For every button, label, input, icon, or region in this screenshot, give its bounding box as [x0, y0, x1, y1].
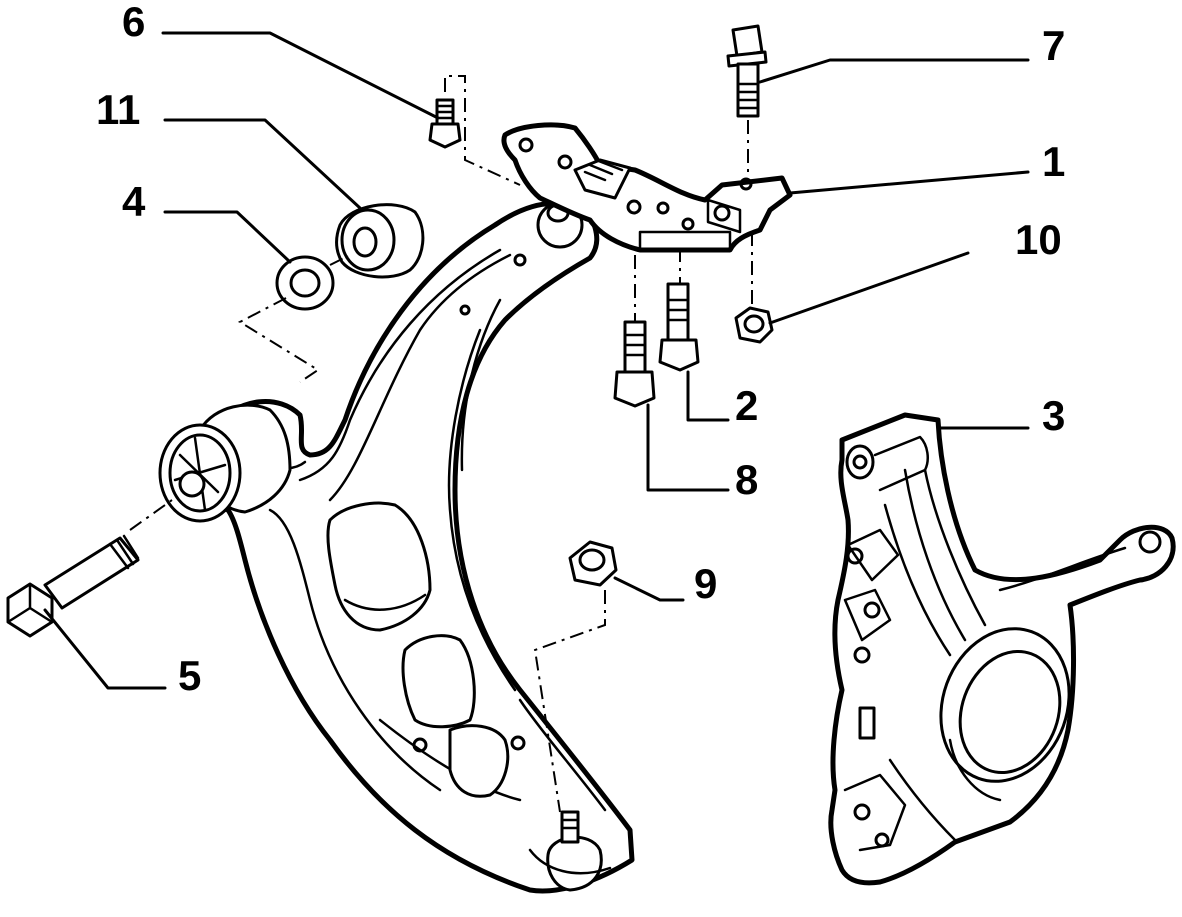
- control-arm: [158, 201, 635, 894]
- callout-4: 4: [122, 178, 146, 225]
- leader-lines: [43, 31, 1030, 690]
- bolt-left: [613, 320, 656, 408]
- callout-6: 6: [122, 0, 145, 45]
- callout-9: 9: [694, 560, 717, 607]
- bolt-top: [726, 24, 768, 118]
- lock-nut: [734, 306, 774, 344]
- callout-3: 3: [1042, 392, 1065, 439]
- long-bolt: [6, 534, 140, 638]
- flange-nut: [335, 203, 425, 279]
- callout-1: 1: [1042, 138, 1065, 185]
- assembly-centerlines: [129, 75, 753, 813]
- washer: [275, 255, 335, 311]
- small-bolt: [428, 98, 462, 149]
- steering-knuckle: [828, 412, 1176, 886]
- callout-10: 10: [1015, 216, 1062, 263]
- callout-2: 2: [735, 382, 758, 429]
- ball-joint-nut: [568, 540, 618, 587]
- bolt-right: [658, 282, 700, 372]
- rear-bracket: [501, 122, 793, 253]
- callout-7: 7: [1042, 22, 1065, 69]
- callout-labels: 1 2 3 4 5 6 7 8 9 10 11: [96, 0, 1065, 699]
- callout-8: 8: [735, 456, 758, 503]
- callout-11: 11: [96, 86, 140, 133]
- callout-5: 5: [178, 652, 201, 699]
